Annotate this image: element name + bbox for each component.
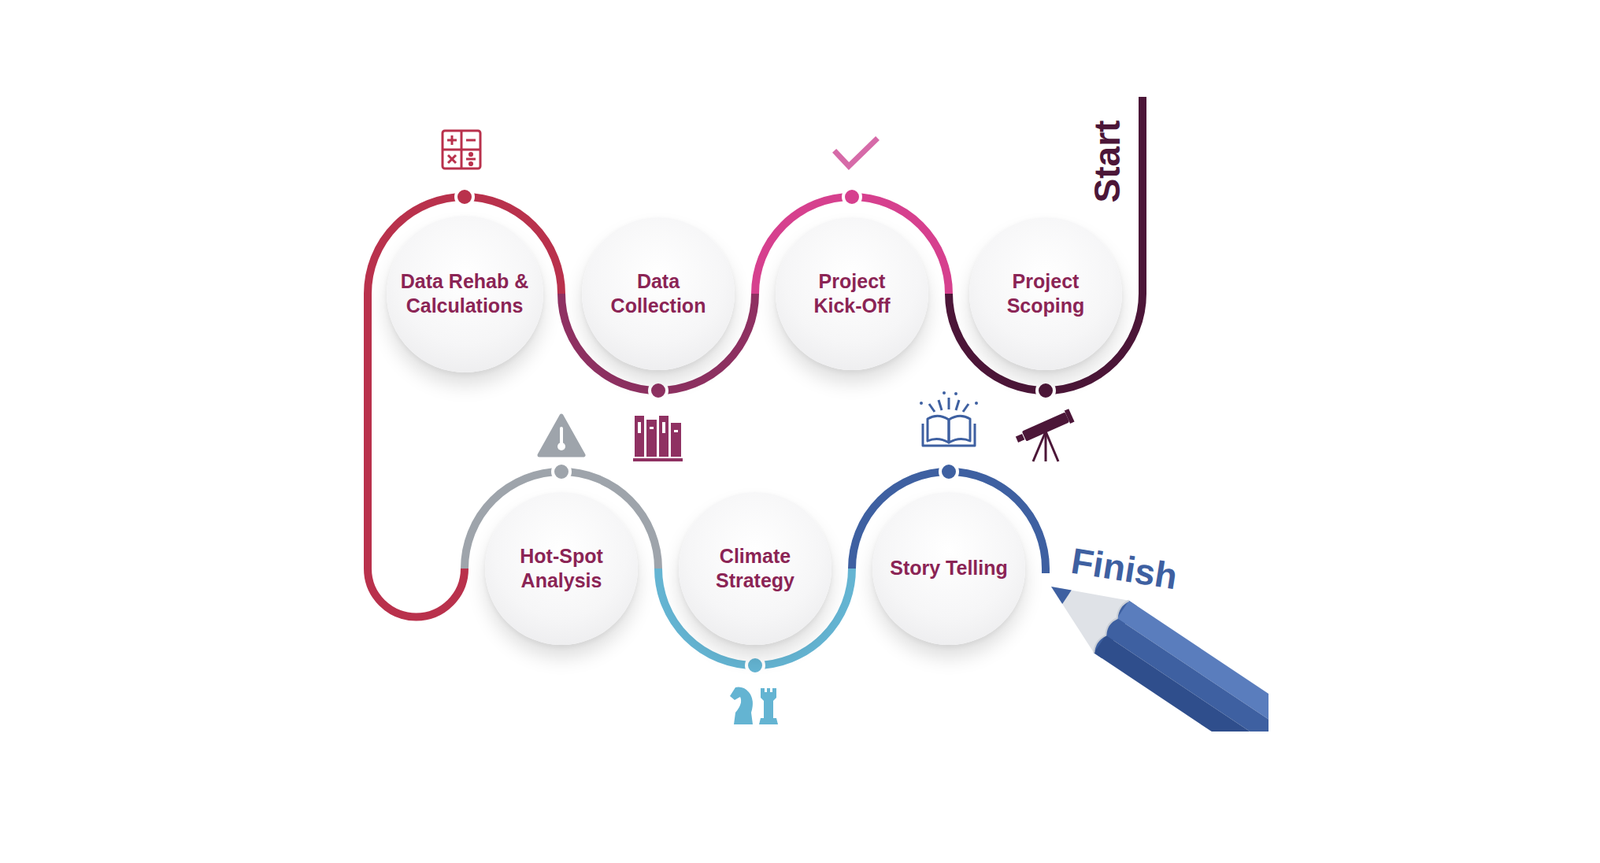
calculator-icon bbox=[442, 130, 481, 169]
open-book-icon bbox=[948, 415, 971, 443]
step-dot bbox=[649, 381, 667, 400]
step-circle: Hot-Spot Analysis bbox=[485, 492, 638, 645]
calculator-icon bbox=[466, 158, 476, 161]
chess-icon bbox=[729, 687, 778, 725]
open-book-icon bbox=[919, 391, 978, 446]
warning-icon bbox=[557, 442, 566, 451]
step-circle: Project Scoping bbox=[969, 217, 1123, 371]
step-label: Project Kick-Off bbox=[792, 269, 912, 319]
start-label: Start bbox=[1088, 120, 1126, 204]
step-dot bbox=[1037, 381, 1055, 400]
open-book-icon bbox=[942, 391, 946, 395]
step-label: Data Rehab & Calculations bbox=[389, 269, 540, 319]
books-icon bbox=[634, 415, 645, 457]
telescope-icon bbox=[1045, 431, 1059, 462]
step-dot bbox=[455, 188, 474, 206]
books-icon bbox=[670, 422, 682, 457]
warning-icon bbox=[559, 428, 563, 445]
pencil-illustration bbox=[1046, 579, 1072, 604]
step-dot bbox=[940, 462, 958, 481]
calculator-icon bbox=[466, 139, 476, 142]
telescope-icon bbox=[1033, 431, 1046, 462]
step-label: Data Collection bbox=[599, 269, 718, 319]
telescope-icon bbox=[1014, 408, 1075, 462]
step-circle: Climate Strategy bbox=[678, 492, 832, 645]
step-dot bbox=[843, 188, 861, 206]
check-icon bbox=[836, 140, 876, 167]
open-book-icon bbox=[927, 415, 949, 443]
warning-icon bbox=[539, 415, 584, 456]
books-icon bbox=[649, 426, 654, 430]
chess-icon bbox=[759, 688, 778, 725]
books-icon bbox=[662, 422, 666, 434]
calculator-icon bbox=[442, 130, 481, 169]
books-icon bbox=[659, 415, 669, 457]
books-icon bbox=[633, 415, 683, 462]
pencil-illustration bbox=[1091, 599, 1130, 654]
telescope-icon bbox=[1064, 408, 1075, 424]
step-circle: Project Kick-Off bbox=[775, 217, 929, 371]
calculator-icon bbox=[469, 152, 472, 156]
calculator-icon bbox=[451, 135, 454, 145]
books-icon bbox=[637, 422, 641, 434]
calculator-icon bbox=[448, 155, 456, 163]
open-book-icon bbox=[938, 400, 942, 411]
warning-icon bbox=[539, 415, 584, 456]
step-circle: Story Telling bbox=[872, 492, 1026, 645]
books-icon bbox=[674, 429, 678, 433]
open-book-icon bbox=[922, 423, 975, 446]
step-label: Project Scoping bbox=[986, 269, 1105, 319]
open-book-icon bbox=[919, 401, 923, 405]
open-book-icon bbox=[948, 397, 951, 410]
edge-layer bbox=[367, 96, 1143, 666]
open-book-icon bbox=[974, 401, 978, 405]
pencil-illustration bbox=[1093, 635, 1269, 732]
step-label: Story Telling bbox=[889, 555, 1008, 582]
step-dot bbox=[746, 656, 764, 675]
books-icon bbox=[646, 419, 657, 457]
telescope-icon bbox=[1015, 433, 1025, 443]
dot-layer bbox=[455, 188, 1055, 675]
open-book-icon bbox=[955, 400, 960, 411]
books-icon bbox=[633, 458, 683, 462]
step-circle: Data Rehab & Calculations bbox=[386, 215, 544, 373]
step-label: Hot-Spot Analysis bbox=[502, 544, 621, 594]
calculator-icon bbox=[469, 162, 472, 165]
step-circle: Data Collection bbox=[581, 217, 735, 371]
telescope-icon bbox=[1014, 408, 1075, 446]
open-book-icon bbox=[962, 403, 969, 412]
calculator-icon bbox=[448, 155, 456, 163]
step-dot bbox=[552, 462, 571, 481]
calculator-icon bbox=[442, 148, 481, 152]
open-book-icon bbox=[929, 403, 935, 412]
step-label: Climate Strategy bbox=[696, 544, 815, 594]
open-book-icon bbox=[954, 392, 958, 396]
finish-label: Finish bbox=[1069, 542, 1181, 596]
chess-icon bbox=[729, 687, 753, 725]
